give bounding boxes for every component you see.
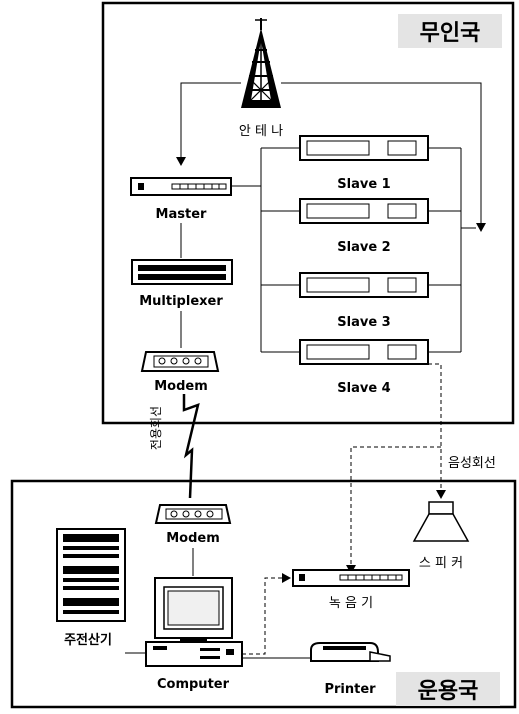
antenna-label: 안 테 나 xyxy=(239,124,283,139)
computer-device xyxy=(146,578,242,666)
dedicated-line-label: 전용회선 xyxy=(149,406,163,450)
printer-device xyxy=(311,643,390,661)
modem-local-device xyxy=(156,505,230,523)
arrow-to-master xyxy=(176,157,186,166)
computer-to-recorder-line xyxy=(242,578,282,654)
unmanned-station-label: 무인국 xyxy=(420,21,481,46)
dedicated-line-bolt xyxy=(184,394,198,498)
main-computer-device xyxy=(57,529,125,621)
computer-label: Computer xyxy=(157,677,230,692)
main-computer-label: 주전산기 xyxy=(64,632,112,648)
modem-local-label: Modem xyxy=(166,531,220,546)
antenna-icon xyxy=(241,18,281,108)
master-device xyxy=(131,178,231,195)
multiplexer-label: Multiplexer xyxy=(139,294,223,309)
modem-remote-device xyxy=(142,352,218,371)
voice-line-label: 음성회선 xyxy=(448,456,496,471)
modem-remote-label: Modem xyxy=(154,379,208,394)
slave-1-label: Slave 1 xyxy=(337,177,390,192)
recorder-device xyxy=(293,570,409,586)
recorder-label: 녹 음 기 xyxy=(329,596,373,611)
arrow-to-slaves xyxy=(476,223,486,232)
slave-3-device xyxy=(300,273,428,297)
master-label: Master xyxy=(156,207,207,222)
slave-4-label: Slave 4 xyxy=(337,381,390,396)
printer-label: Printer xyxy=(324,682,376,697)
slave-1-device xyxy=(300,136,428,160)
operating-station-label: 운용국 xyxy=(418,679,479,704)
speaker-icon xyxy=(414,502,468,541)
slave-4-device xyxy=(300,340,428,364)
slave-2-label: Slave 2 xyxy=(337,240,390,255)
slave-3-label: Slave 3 xyxy=(337,315,390,330)
speaker-label: 스 피 커 xyxy=(419,556,463,571)
slave-2-device xyxy=(300,199,428,223)
arrow-to-speaker xyxy=(436,490,446,499)
arrow-to-recorder-from-computer xyxy=(282,573,291,583)
multiplexer-device xyxy=(132,260,232,284)
